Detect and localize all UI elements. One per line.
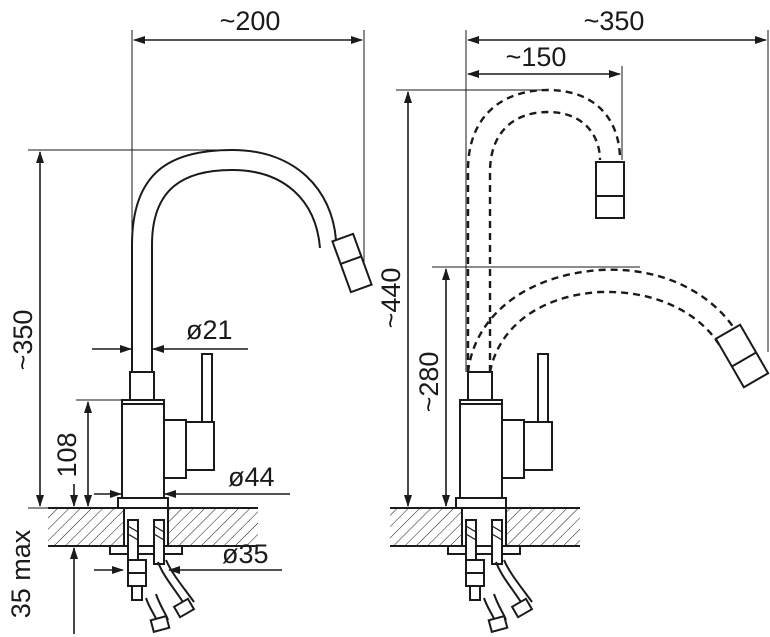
right-spray-head-lowered	[714, 323, 770, 389]
left-width-label: ~200	[220, 6, 281, 36]
right-width-label: ~350	[584, 6, 645, 36]
right-lever-handle	[537, 353, 549, 423]
right-faucet-view: ~350 ~150 ~440 ~280	[376, 6, 770, 634]
body-diameter-label: ø44	[228, 462, 275, 492]
left-lever-handle	[201, 353, 213, 423]
left-spray-head	[331, 232, 373, 294]
right-body	[459, 399, 503, 501]
body-height-label: 108	[52, 432, 82, 477]
left-spout	[131, 148, 337, 372]
right-spray-head-raised	[595, 161, 625, 219]
hole-diameter-label: ø35	[222, 539, 269, 569]
left-body	[121, 399, 165, 501]
left-collar	[129, 371, 155, 401]
spout-diameter-label: ø21	[186, 315, 233, 345]
right-offset-label: ~150	[506, 42, 567, 72]
left-height-label: ~350	[8, 310, 38, 371]
right-height-high-label: ~440	[376, 268, 406, 329]
max-thickness-label: 35 max	[6, 529, 36, 618]
right-spout-lowered	[466, 268, 742, 373]
left-faucet-view: ~200 ~350 108 ø21 ø44 ø35 35 max	[6, 6, 373, 634]
right-height-low-label: ~280	[414, 352, 444, 413]
right-collar	[467, 371, 493, 401]
